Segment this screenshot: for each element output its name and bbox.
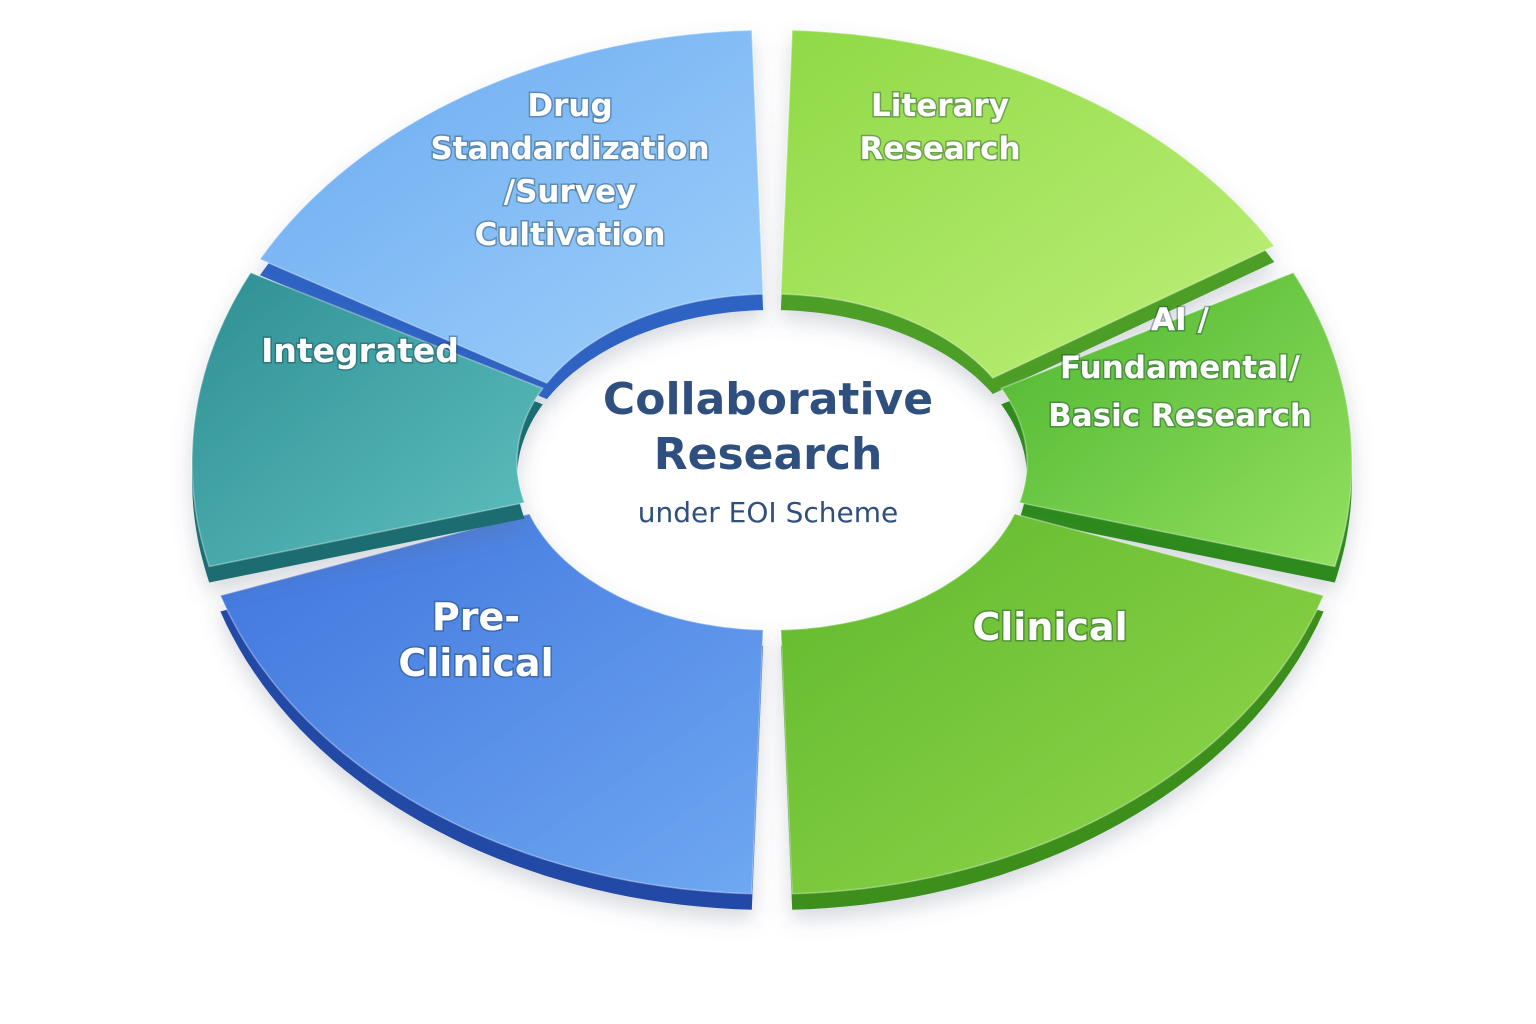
segment-drug-standardization	[258, 29, 764, 400]
segment-label-line: /Survey	[504, 174, 636, 210]
segment-label-pre-clinical: Pre-Clinical	[398, 595, 553, 685]
segment-label-ai-fundamental: AI / Fundamental/Basic Research	[1048, 302, 1312, 434]
center-subtitle: under EOI Scheme	[638, 496, 898, 529]
segment-label-line: Clinical	[398, 641, 553, 685]
segment-label-integrated: Integrated	[261, 331, 459, 370]
center-title-line-1: Collaborative	[603, 374, 933, 425]
segment-ai-fundamental	[1000, 271, 1353, 583]
segment-label-line: Fundamental/	[1060, 350, 1301, 386]
segment-label-clinical: Clinical	[972, 605, 1127, 649]
segment-label-line: Research	[859, 131, 1020, 167]
segment-clinical	[780, 513, 1325, 910]
segment-label-line: Standardization	[430, 131, 709, 167]
segment-label-line: Pre-	[432, 595, 520, 639]
segment-label-line: Drug	[527, 88, 612, 124]
segment-label-line: Basic Research	[1048, 398, 1312, 434]
segment-face-integrated	[191, 271, 544, 568]
segment-literary-research	[780, 29, 1276, 395]
center-text: Collaborative Research under EOI Scheme	[603, 374, 933, 529]
segment-label-line: Cultivation	[475, 217, 666, 253]
ring-segments	[191, 29, 1353, 910]
segment-face-literary-research	[780, 29, 1276, 379]
segment-label-line: Literary	[871, 88, 1009, 124]
segment-pre-clinical	[219, 513, 764, 910]
segment-face-pre-clinical	[219, 513, 764, 895]
center-title-line-2: Research	[654, 429, 883, 480]
segment-label-line: AI /	[1151, 302, 1209, 338]
segment-integrated	[191, 271, 544, 583]
segment-face-clinical	[780, 513, 1325, 895]
segment-face-ai-fundamental	[1000, 271, 1353, 568]
segment-label-line: Clinical	[972, 605, 1127, 649]
segment-face-drug-standardization	[258, 29, 764, 385]
segment-label-line: Integrated	[261, 331, 459, 370]
